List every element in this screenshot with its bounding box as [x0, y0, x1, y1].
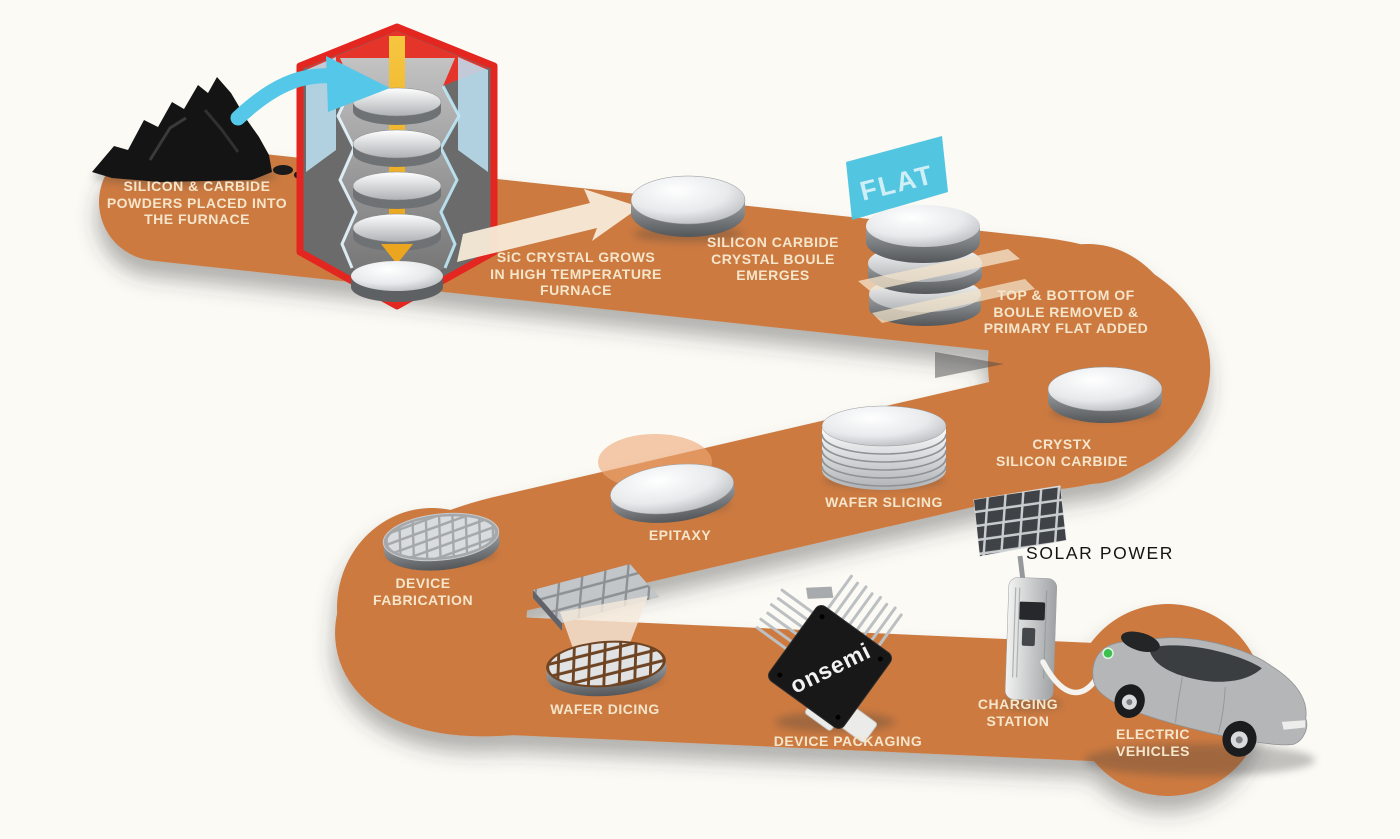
boule-disc-icon: [630, 175, 746, 237]
seed-discs: [352, 87, 442, 251]
furnace-icon: [230, 23, 498, 310]
step-label-boule-processing: TOP & BOTTOM OF BOULE REMOVED & PRIMARY …: [983, 287, 1149, 336]
boule-stack-icon: [858, 205, 1035, 326]
dicing-plate: [533, 564, 659, 631]
step-label-wafer-dicing: WAFER DICING: [550, 701, 660, 717]
cut-plane: [872, 279, 1035, 323]
step-label-crystal-growth: SiC CRYSTAL GROWS IN HIGH TEMPERATURE FU…: [490, 249, 662, 298]
sic-disc-icon: [1047, 366, 1163, 423]
step-label-boule-emerges: SILICON CARBIDE CRYSTAL BOULE EMERGES: [707, 234, 839, 283]
wafer-stack-icon: [821, 405, 947, 490]
epitaxy-wafer-icon: [598, 434, 735, 523]
boule-stack-shadow: [935, 352, 1004, 378]
step-label-electric-vehicles: ELECTRIC VEHICLES: [1115, 726, 1191, 759]
electric-car-icon: [1092, 631, 1308, 757]
cut-plane: [858, 249, 1020, 291]
power-module-icon: onsemi: [755, 574, 903, 743]
step-label-device-packaging: DEVICE PACKAGING: [773, 733, 923, 749]
step-label-epitaxy: EPITAXY: [648, 527, 712, 543]
step-label-solar-power: SOLAR POWER: [1026, 543, 1174, 563]
powder-feed-arrow-icon: [230, 56, 390, 126]
patterned-wafer-icon: [382, 512, 500, 571]
diced-wafer-icon: [533, 564, 667, 697]
step-label-device-fabrication: DEVICE FABRICATION: [372, 575, 474, 608]
growth-arrow-icon: [457, 189, 640, 262]
step-label-charging-station: CHARGING STATION: [977, 696, 1059, 729]
step-label-crystx: CRYSTX SILICON CARBIDE: [996, 436, 1128, 469]
ev-charger-icon: [1004, 577, 1058, 701]
charge-port-icon: [1102, 647, 1114, 660]
flat-sign: FLAT: [846, 136, 948, 220]
heat-arrowhead: [381, 244, 413, 264]
step-label-wafer-slicing: WAFER SLICING: [825, 494, 943, 510]
step-label-powders: SILICON & CARBIDE POWDERS PLACED INTO TH…: [106, 178, 288, 227]
